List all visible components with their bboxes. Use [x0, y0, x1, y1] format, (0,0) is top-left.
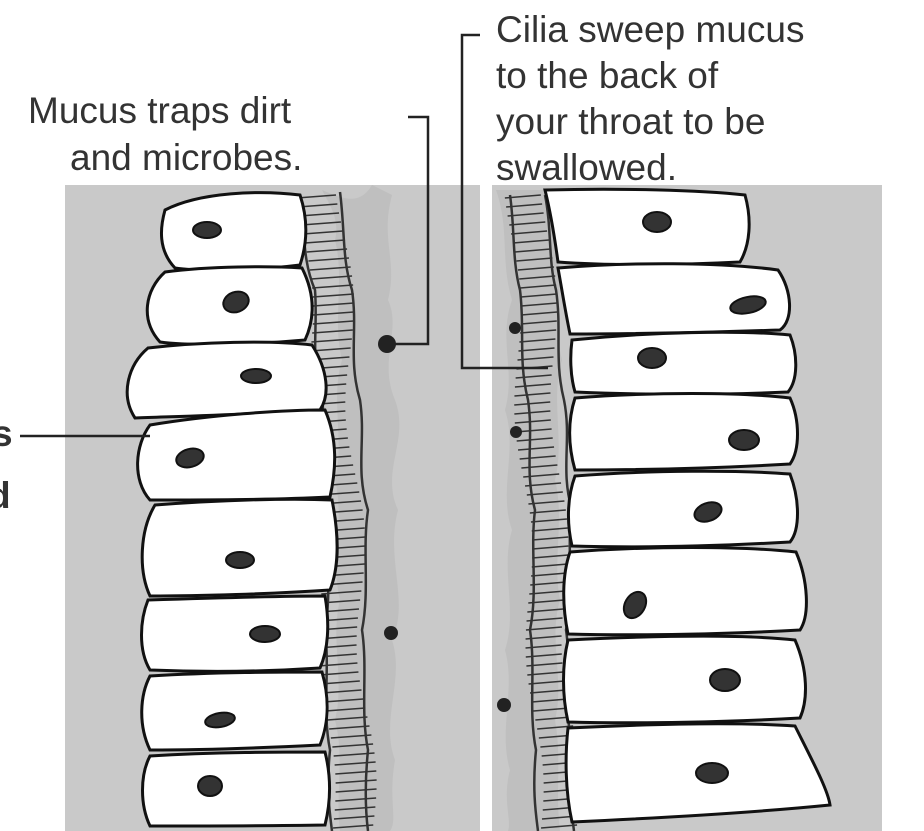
epithelial-cell: [570, 394, 798, 471]
epithelial-cell: [564, 636, 806, 723]
epithelial-cell: [143, 752, 330, 826]
mucus-label-line-2: and microbes.: [70, 137, 302, 178]
epithelial-cell: [142, 672, 327, 750]
nucleus: [241, 369, 271, 383]
nucleus: [643, 212, 671, 232]
nucleus: [193, 222, 221, 238]
mucus-label-line-1: Mucus traps dirt: [28, 90, 292, 131]
left-cell-column: [127, 193, 337, 826]
epithelial-cell: [138, 410, 335, 500]
dirt-particle: [497, 698, 511, 712]
nucleus: [250, 626, 280, 642]
cilia-label-line-3: your throat to be: [496, 101, 765, 142]
epithelial-cell: [564, 548, 807, 635]
epithelial-cell: [568, 471, 797, 547]
cilia-label-line-1: Cilia sweep mucus: [496, 9, 804, 50]
nucleus: [226, 552, 254, 568]
cutoff-label-top: s: [0, 413, 13, 454]
nucleus: [710, 669, 740, 691]
nucleus: [729, 430, 759, 450]
epithelial-cell: [127, 342, 326, 418]
cilia-label-line-2: to the back of: [496, 55, 719, 96]
epithelial-cell: [142, 499, 337, 596]
dirt-particle: [384, 626, 398, 640]
nucleus: [198, 776, 222, 796]
cutoff-label-bottom: d: [0, 475, 11, 516]
cilia-label-line-4: swallowed.: [496, 147, 677, 188]
epithelial-cell: [161, 193, 305, 270]
nucleus: [696, 763, 728, 783]
dirt-particle: [510, 426, 522, 438]
dirt-particle: [509, 322, 521, 334]
epithelial-cell: [571, 332, 796, 394]
epithelial-cell: [142, 596, 328, 671]
nucleus: [638, 348, 666, 368]
